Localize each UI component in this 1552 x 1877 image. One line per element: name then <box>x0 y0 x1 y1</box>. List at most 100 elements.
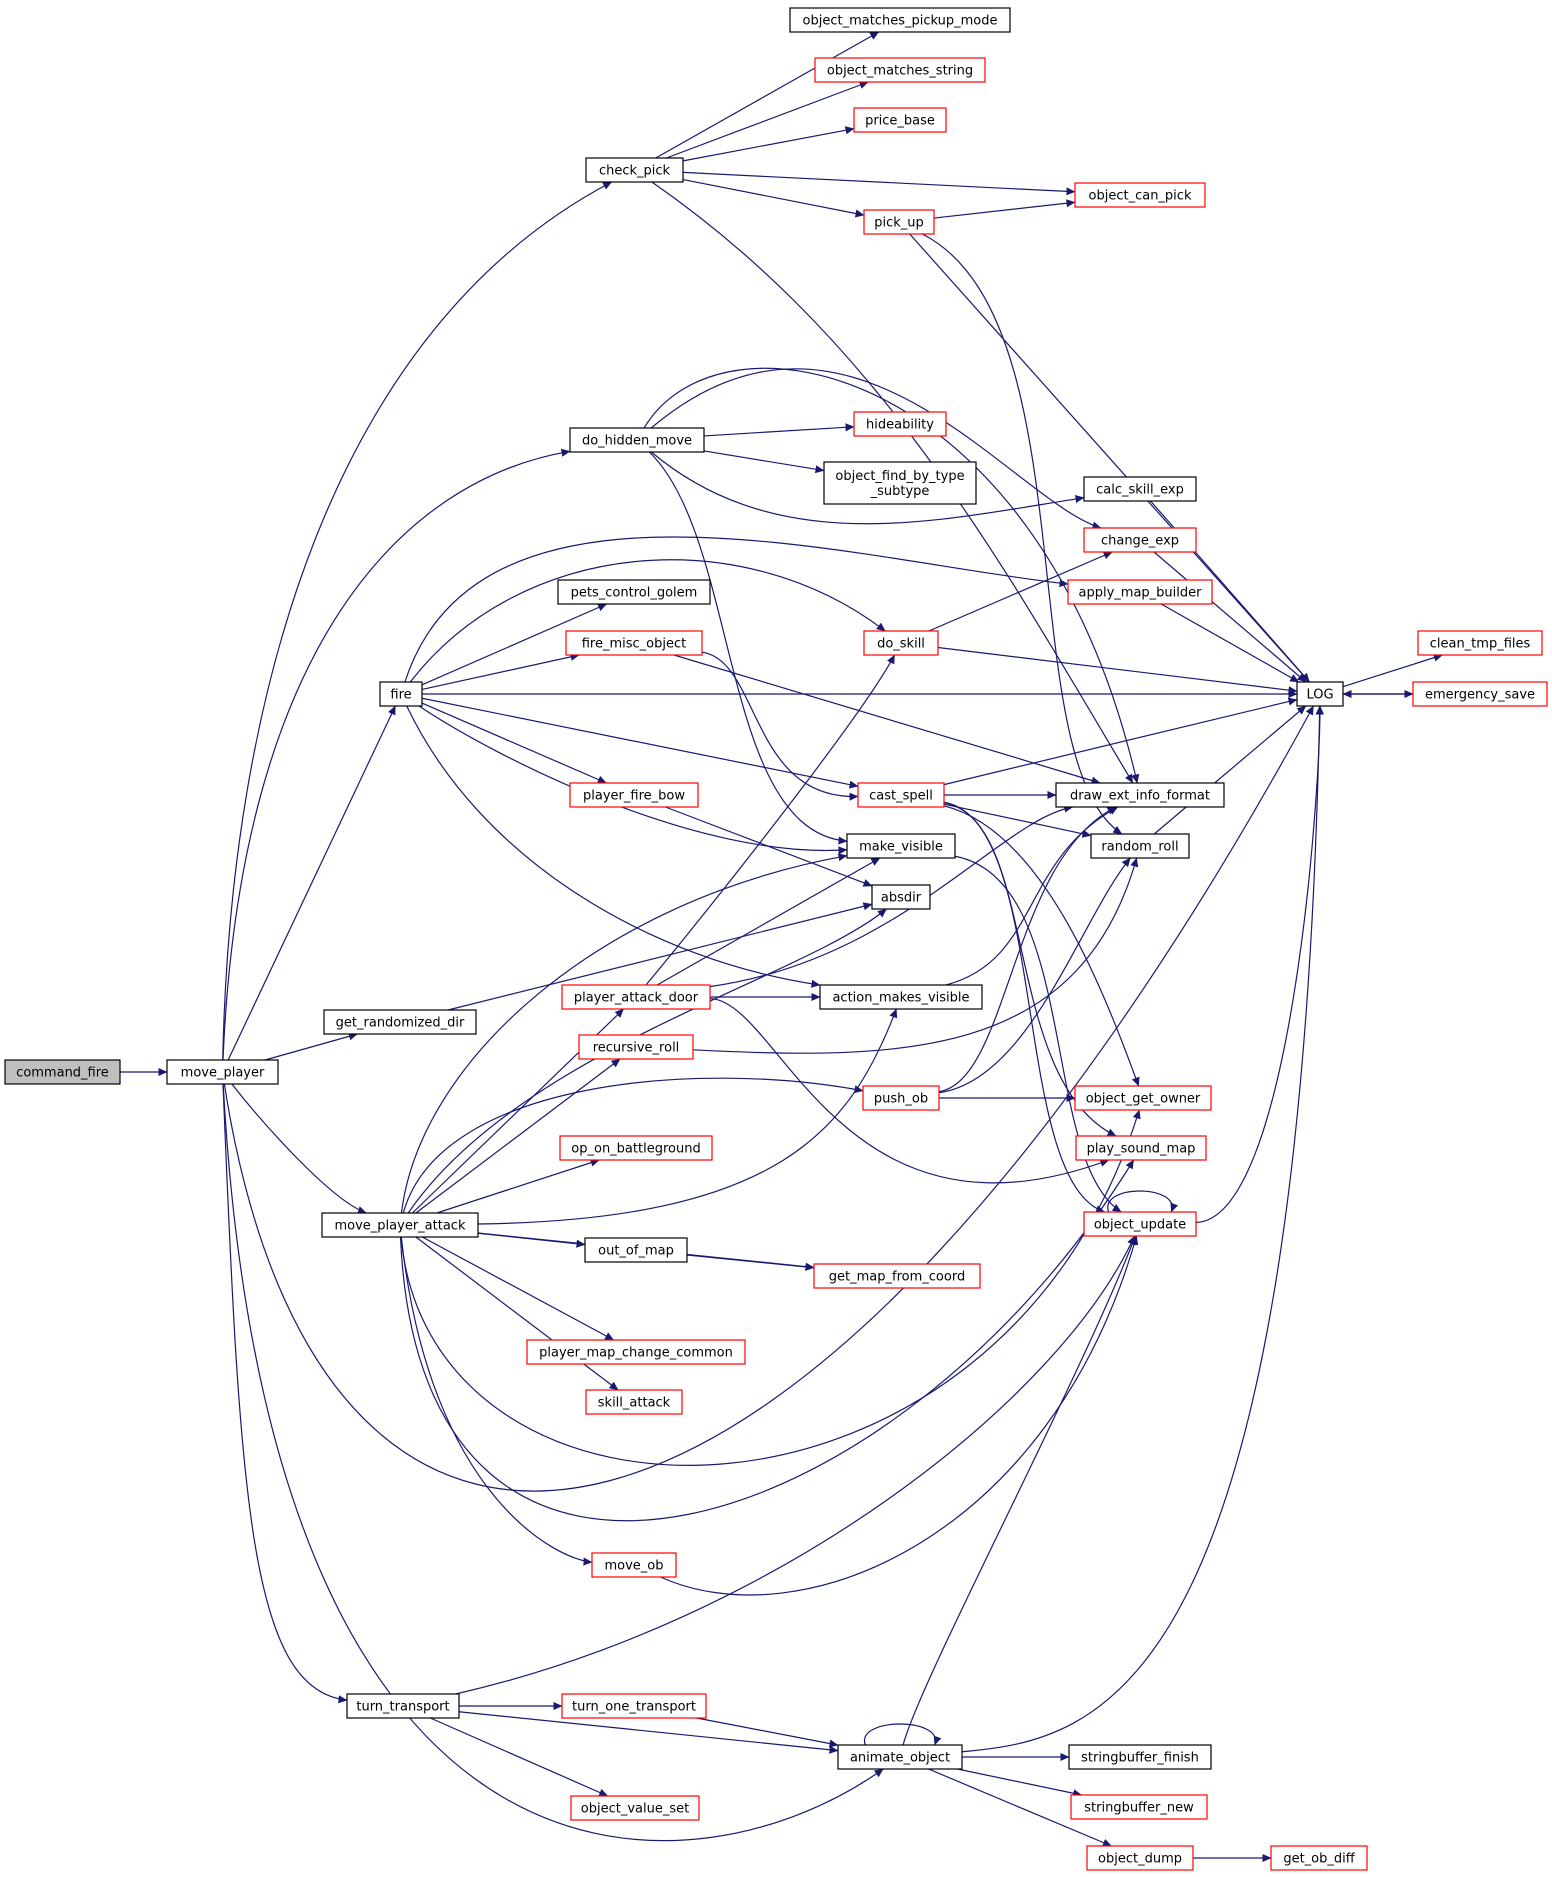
edge-pick_up-to-object_can_pick <box>933 199 1076 219</box>
node-object_dump[interactable]: object_dump <box>1086 1845 1194 1871</box>
node-get_randomized_dir[interactable]: get_randomized_dir <box>323 1009 477 1035</box>
node-object_can_pick[interactable]: object_can_pick <box>1074 182 1206 208</box>
node-box <box>819 984 983 1010</box>
node-label: clean_tmp_files <box>1430 637 1531 652</box>
edge-check_pick-to-pick_up <box>682 178 865 218</box>
edge-check_pick-to-price_base <box>682 126 855 162</box>
node-label: object_matches_string <box>827 64 973 79</box>
node-object_value_set[interactable]: object_value_set <box>570 1795 700 1821</box>
node-label: do_hidden_move <box>582 434 692 449</box>
node-turn_one_transport[interactable]: turn_one_transport <box>561 1693 707 1719</box>
node-box <box>346 1693 460 1719</box>
node-box <box>853 411 947 437</box>
node-label: change_exp <box>1101 534 1179 549</box>
node-box <box>565 630 703 656</box>
node-hideability[interactable]: hideability <box>853 411 947 437</box>
edge-do_skill-to-LOG <box>937 646 1298 695</box>
edge-move_player_attack-to-op_on_battleground <box>436 1158 600 1214</box>
node-box <box>379 681 423 707</box>
node-object_find_by_type_subtype[interactable]: object_find_by_type_subtype <box>823 461 977 505</box>
node-stringbuffer_new[interactable]: stringbuffer_new <box>1070 1794 1208 1820</box>
edge-check_pick-to-object_matches_pickup_mode <box>655 31 880 159</box>
node-box <box>813 1263 981 1289</box>
node-price_base[interactable]: price_base <box>853 107 947 133</box>
node-player_fire_bow[interactable]: player_fire_bow <box>569 782 699 808</box>
node-label: play_sound_map <box>1087 1142 1196 1157</box>
node-apply_map_builder[interactable]: apply_map_builder <box>1067 579 1213 605</box>
node-draw_ext_info_format[interactable]: draw_ext_info_format <box>1055 782 1225 808</box>
node-box <box>789 7 1011 33</box>
node-absdir[interactable]: absdir <box>871 884 931 910</box>
node-out_of_map[interactable]: out_of_map <box>584 1237 688 1263</box>
node-skill_attack[interactable]: skill_attack <box>585 1389 683 1415</box>
node-box <box>871 884 931 910</box>
node-box <box>321 1212 479 1238</box>
node-check_pick[interactable]: check_pick <box>585 157 684 183</box>
edge-animate_object-to-animate_object <box>864 1723 942 1746</box>
node-do_skill[interactable]: do_skill <box>863 630 939 656</box>
node-pets_control_golem[interactable]: pets_control_golem <box>557 579 711 605</box>
node-recursive_roll[interactable]: recursive_roll <box>578 1034 694 1060</box>
node-box <box>526 1339 746 1365</box>
edge-object_update-to-object_update <box>1107 1190 1179 1213</box>
node-player_attack_door[interactable]: player_attack_door <box>561 984 711 1010</box>
node-label: get_map_from_coord <box>829 1270 965 1285</box>
edge-animate_object-to-object_update <box>902 1235 1137 1746</box>
node-fire[interactable]: fire <box>379 681 423 707</box>
edge-move_player-to-do_hidden_move <box>222 448 571 1061</box>
node-play_sound_map[interactable]: play_sound_map <box>1075 1135 1207 1161</box>
node-box <box>1083 527 1197 553</box>
node-label: out_of_map <box>598 1244 674 1259</box>
node-action_makes_visible[interactable]: action_makes_visible <box>819 984 983 1010</box>
node-object_get_owner[interactable]: object_get_owner <box>1074 1085 1212 1111</box>
node-command_fire[interactable]: command_fire <box>4 1059 121 1085</box>
node-box <box>585 1389 683 1415</box>
node-box <box>1270 1845 1368 1871</box>
node-clean_tmp_files[interactable]: clean_tmp_files <box>1417 630 1543 656</box>
node-label: make_visible <box>859 840 943 855</box>
node-stringbuffer_finish[interactable]: stringbuffer_finish <box>1068 1744 1212 1770</box>
node-box <box>166 1059 279 1085</box>
node-turn_transport[interactable]: turn_transport <box>346 1693 460 1719</box>
node-object_matches_string[interactable]: object_matches_string <box>814 57 986 83</box>
node-get_ob_diff[interactable]: get_ob_diff <box>1270 1845 1368 1871</box>
node-animate_object[interactable]: animate_object <box>837 1744 963 1770</box>
node-box <box>1075 1135 1207 1161</box>
node-random_roll[interactable]: random_roll <box>1090 833 1190 859</box>
edge-move_player-to-get_randomized_dir <box>264 1032 358 1061</box>
node-box <box>1067 579 1213 605</box>
node-label: fire_misc_object <box>582 637 687 652</box>
node-player_map_change_common[interactable]: player_map_change_common <box>526 1339 746 1365</box>
edge-fire-to-make_visible <box>418 705 848 855</box>
node-cast_spell[interactable]: cast_spell <box>857 782 945 808</box>
node-change_exp[interactable]: change_exp <box>1083 527 1197 553</box>
node-move_player_attack[interactable]: move_player_attack <box>321 1212 479 1238</box>
node-make_visible[interactable]: make_visible <box>846 833 956 859</box>
node-emergency_save[interactable]: emergency_save <box>1412 681 1548 707</box>
node-box <box>853 107 947 133</box>
node-box <box>569 427 705 453</box>
edge-pick_up-to-LOG <box>909 233 1310 683</box>
node-calc_skill_exp[interactable]: calc_skill_exp <box>1083 476 1197 502</box>
node-object_update[interactable]: object_update <box>1083 1211 1197 1237</box>
node-push_ob[interactable]: push_ob <box>862 1085 940 1111</box>
edge-do_hidden_move-to-make_visible <box>648 451 848 845</box>
node-box <box>578 1034 694 1060</box>
node-box <box>1083 1211 1197 1237</box>
node-move_player[interactable]: move_player <box>166 1059 279 1085</box>
node-box <box>559 1135 713 1161</box>
edge-move_player_attack-to-action_makes_visible <box>477 1008 898 1225</box>
node-op_on_battleground[interactable]: op_on_battleground <box>559 1135 713 1161</box>
node-move_ob[interactable]: move_ob <box>591 1552 677 1578</box>
node-get_map_from_coord[interactable]: get_map_from_coord <box>813 1263 981 1289</box>
node-do_hidden_move[interactable]: do_hidden_move <box>569 427 705 453</box>
node-pick_up[interactable]: pick_up <box>863 209 935 235</box>
node-LOG[interactable]: LOG <box>1296 681 1344 707</box>
node-label: move_ob <box>604 1559 663 1574</box>
edge-LOG-to-clean_tmp_files <box>1342 653 1443 688</box>
node-object_matches_pickup_mode[interactable]: object_matches_pickup_mode <box>789 7 1011 33</box>
node-label: get_randomized_dir <box>336 1016 465 1031</box>
edge-do_hidden_move-to-change_exp <box>650 368 1102 530</box>
node-fire_misc_object[interactable]: fire_misc_object <box>565 630 703 656</box>
node-label: draw_ext_info_format <box>1070 789 1210 804</box>
